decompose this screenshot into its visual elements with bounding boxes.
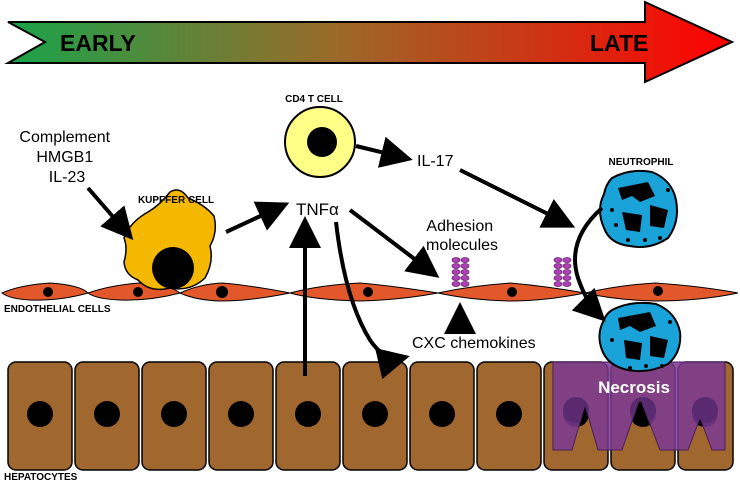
arrow-kupffer-to-tnf [225, 201, 290, 234]
arrow-triggers-to-kupffer [86, 186, 134, 241]
cxc-chemokines-label: CXC chemokines [412, 335, 536, 352]
arrows [86, 136, 606, 380]
tnf-alpha-label: TNFα [296, 200, 339, 219]
timeline-early-label: EARLY [60, 30, 136, 56]
arrow-cd4-to-il17 [355, 136, 413, 168]
arrow-tnf-to-adhesion [348, 208, 440, 278]
hepatocyte-nucleus [27, 401, 53, 427]
hepatocyte-nucleus [295, 401, 321, 427]
arrow-tnf-to-cxc [334, 221, 410, 380]
hepatocyte-nucleus [94, 401, 120, 427]
hepatocyte-nucleus [362, 401, 388, 427]
arrow-il17-to-neutrophil [459, 168, 576, 228]
endothelial-layer [1, 282, 739, 302]
arrow-neutrophil-transmigration [571, 206, 606, 322]
neutrophil-top [599, 169, 678, 248]
trigger-list: Complement HMGB1 IL-23 [19, 129, 114, 186]
cd4-t-cell-label: CD4 T CELL [285, 94, 343, 105]
trigger-complement: Complement [19, 129, 110, 146]
timeline-late-label: LATE [590, 30, 648, 56]
trigger-il23: IL-23 [49, 169, 86, 186]
necrosis-region: Necrosis [552, 361, 726, 451]
endothelial-cells-label: ENDOTHELIAL CELLS [4, 304, 111, 315]
necrosis-label: Necrosis [598, 378, 670, 397]
trigger-hmgb1: HMGB1 [36, 149, 93, 166]
adhesion-molecules-label: Adhesion molecules [426, 218, 498, 254]
hepatocytes-label: HEPATOCYTES [4, 472, 78, 483]
kupffer-cell [123, 189, 217, 291]
neutrophil-label: NEUTROPHIL [609, 157, 674, 168]
hepatocyte-nucleus [496, 401, 522, 427]
hepatocyte-nucleus [429, 401, 455, 427]
hepatocyte-nucleus [228, 401, 254, 427]
timeline-arrow: EARLY LATE [4, 0, 735, 84]
il17-label: IL-17 [417, 153, 454, 170]
kupffer-cell-label: KUPFFER CELL [138, 195, 214, 206]
adhesion-molecules [451, 257, 572, 287]
cd4-t-cell [284, 106, 356, 178]
hepatocyte-nucleus [161, 401, 187, 427]
neutrophil-bottom [598, 301, 682, 373]
